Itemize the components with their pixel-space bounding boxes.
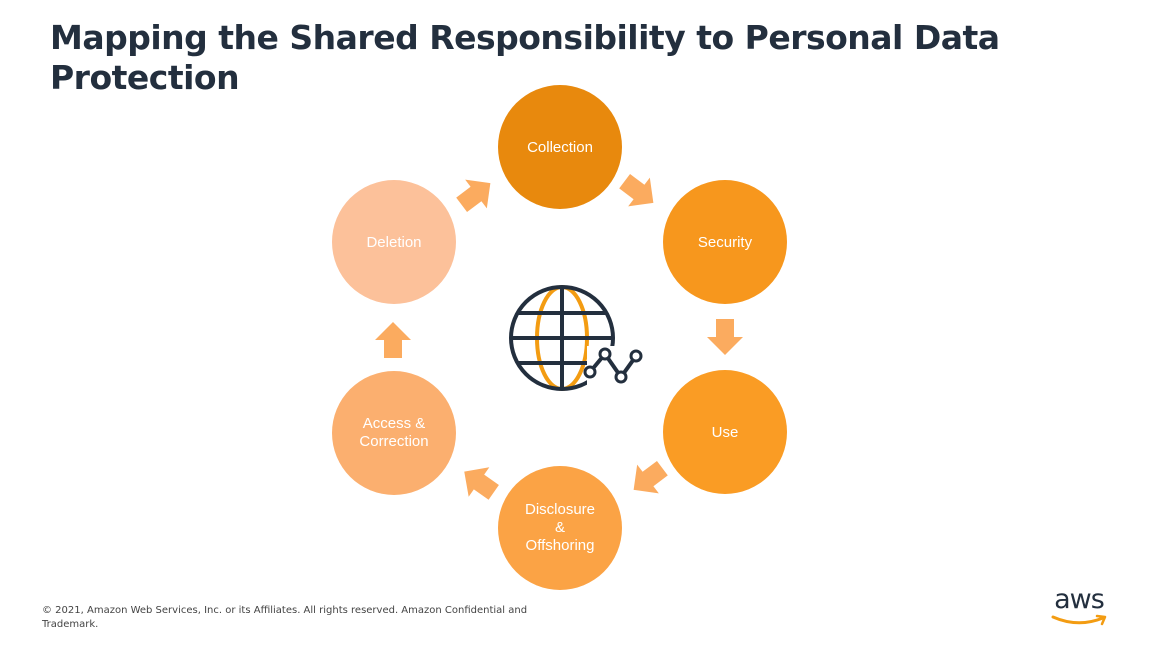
aws-logo-text: aws [1054, 584, 1105, 615]
arrow-deletion-to-collection-icon [456, 179, 491, 213]
arrow-security-to-use-icon [707, 319, 743, 355]
step-security: Security [663, 180, 787, 304]
step-deletion-label: Deletion [366, 234, 422, 251]
copyright-footer: © 2021, Amazon Web Services, Inc. or its… [42, 605, 528, 630]
aws-smile-icon [1051, 614, 1107, 626]
arrow-access-to-deletion-icon [375, 322, 411, 358]
globe-network-icon [509, 285, 643, 391]
arrow-disclosure-to-access-icon [464, 467, 499, 500]
step-security-label: Security [697, 234, 753, 251]
step-disclosure-offshoring-label: Disclosure & Offshoring [524, 501, 596, 554]
arrow-use-to-disclosure-icon [633, 460, 668, 494]
step-disclosure-offshoring: Disclosure & Offshoring [498, 466, 622, 590]
step-use: Use [663, 370, 787, 494]
aws-logo: aws [1046, 584, 1112, 630]
step-access-correction-label: Access & Correction [359, 415, 429, 450]
slide-title: Mapping the Shared Responsibility to Per… [50, 18, 1000, 97]
step-deletion: Deletion [332, 180, 456, 304]
step-collection-label: Collection [527, 139, 593, 156]
arrow-collection-to-security-icon [619, 173, 654, 207]
step-use-label: Use [711, 424, 739, 441]
step-access-correction: Access & Correction [332, 371, 456, 495]
step-collection: Collection [498, 85, 622, 209]
